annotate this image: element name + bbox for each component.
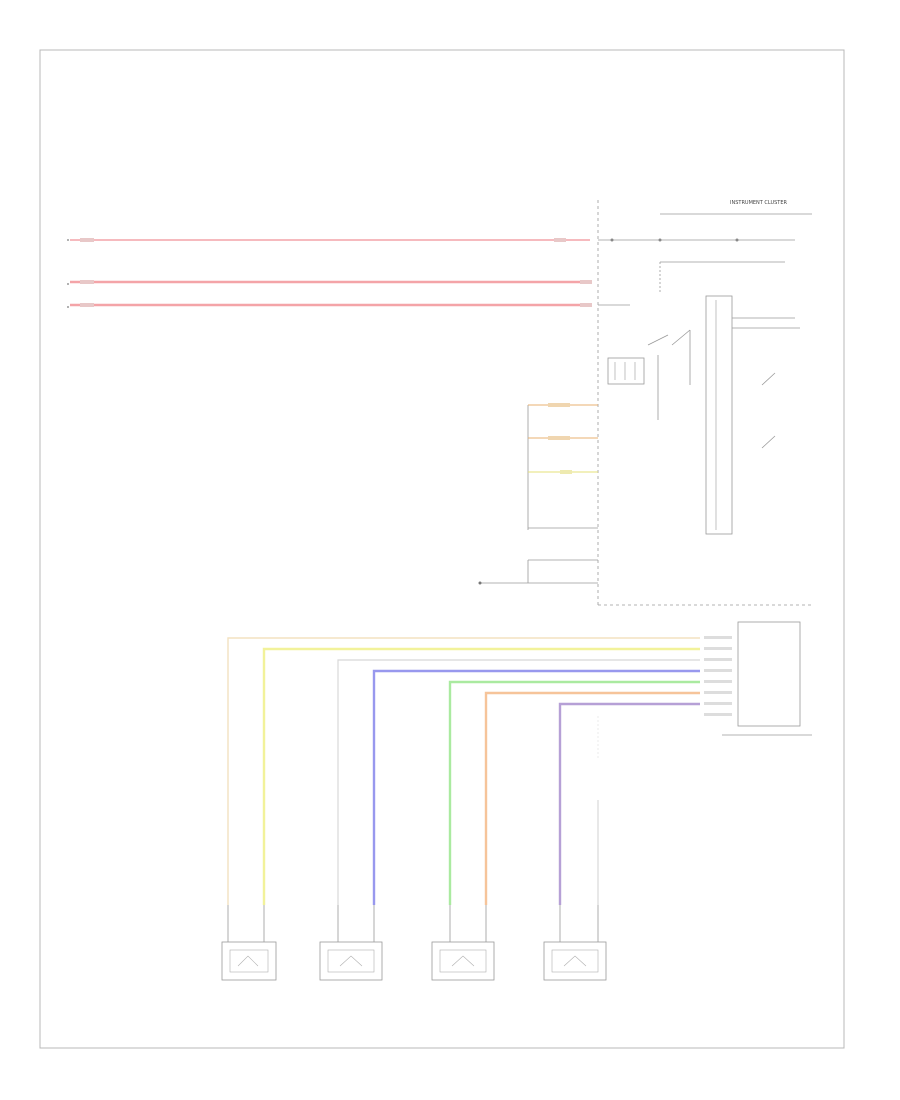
instrument-cluster-label: INSTRUMENT CLUSTER bbox=[730, 200, 788, 206]
motor-inner bbox=[439, 949, 487, 973]
motor-icon bbox=[451, 955, 475, 967]
switch-arm bbox=[647, 334, 669, 346]
wire-grey bbox=[337, 659, 700, 905]
wire-green bbox=[448, 680, 700, 905]
wire-color-tag bbox=[580, 280, 592, 284]
switch-relay-box bbox=[607, 357, 645, 385]
motor-rr bbox=[543, 905, 607, 981]
window-switch-bar bbox=[705, 295, 733, 535]
motor-housing bbox=[319, 941, 383, 981]
wire-color-tag bbox=[80, 238, 94, 242]
motor-icon bbox=[339, 955, 363, 967]
motor-inner bbox=[229, 949, 269, 973]
splice-dot bbox=[610, 238, 614, 242]
wire-color-tag bbox=[80, 280, 94, 284]
instrument-cluster-block: INSTRUMENT CLUSTER bbox=[598, 200, 812, 242]
power-window-module bbox=[704, 621, 812, 736]
motor-inner bbox=[551, 949, 599, 973]
motor-icon bbox=[237, 955, 259, 967]
splice-dot bbox=[658, 238, 662, 242]
ground-connector bbox=[478, 581, 482, 585]
window-switch-assembly bbox=[598, 295, 800, 535]
module-box bbox=[737, 621, 801, 727]
wire-color-tag bbox=[548, 436, 570, 440]
splice-dot bbox=[735, 238, 739, 242]
wire-color-tag bbox=[560, 470, 572, 474]
switch-arm bbox=[671, 329, 691, 346]
fuse-box-block bbox=[659, 261, 785, 292]
red-wire-group bbox=[67, 238, 592, 308]
module-pin bbox=[704, 713, 732, 716]
wire-end-dot bbox=[67, 283, 69, 285]
module-pin bbox=[704, 702, 732, 705]
motor-housing bbox=[543, 941, 607, 981]
motor-inner bbox=[327, 949, 375, 973]
harness-wires bbox=[227, 637, 700, 905]
wire-end-dot bbox=[67, 239, 69, 241]
wire-color-tag bbox=[554, 238, 566, 242]
motor-lr bbox=[431, 905, 495, 981]
motor-housing bbox=[431, 941, 495, 981]
page-border bbox=[39, 49, 845, 1049]
module-pin bbox=[704, 636, 732, 639]
module-pin bbox=[704, 680, 732, 683]
module-pin bbox=[704, 647, 732, 650]
module-pin bbox=[704, 669, 732, 672]
wire-color-tag bbox=[80, 303, 94, 307]
wire-end-dot bbox=[67, 306, 69, 308]
wire-cream bbox=[227, 637, 700, 905]
wire-color-tag bbox=[548, 403, 570, 407]
signal-wire-group bbox=[478, 403, 598, 585]
motor-lf bbox=[221, 905, 277, 981]
wire-color-tag bbox=[580, 303, 592, 307]
wire-yellow bbox=[262, 647, 700, 905]
switch-arm bbox=[761, 372, 776, 386]
wire-orange bbox=[484, 691, 700, 905]
switch-arm bbox=[761, 435, 776, 449]
module-pin bbox=[704, 691, 732, 694]
motor-housing bbox=[221, 941, 277, 981]
wire-blue bbox=[372, 669, 700, 905]
motor-rf bbox=[319, 905, 383, 981]
motor-icon bbox=[563, 955, 587, 967]
module-pin bbox=[704, 658, 732, 661]
wire-purple bbox=[558, 702, 700, 905]
